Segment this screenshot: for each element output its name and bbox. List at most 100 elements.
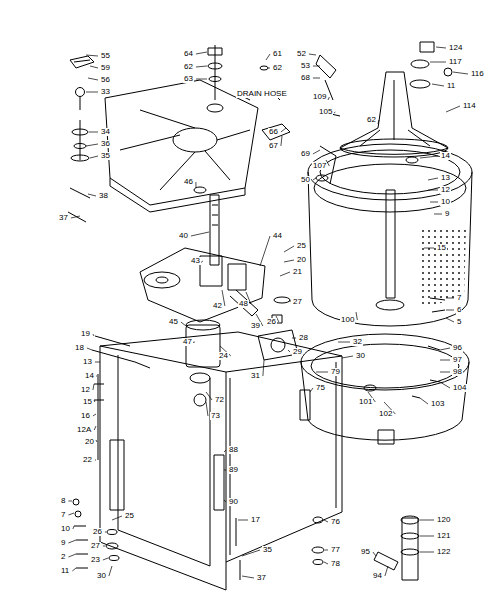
leader-line [281,128,286,132]
leader-line [328,97,329,100]
callout-number: 96 [452,344,463,352]
leader-line [181,322,186,326]
leader-line [284,260,294,262]
leader-line [309,54,316,55]
leader-line [93,334,94,336]
leader-line [103,546,105,547]
leader-line [242,550,260,556]
leader-line [316,372,328,373]
callout-number: 66 [268,128,279,136]
leader-line [440,360,450,361]
leader-line [378,120,380,124]
leader-line [88,194,96,196]
callout-number: 28 [298,334,309,342]
leader-line [284,246,294,252]
leader-line [420,520,434,521]
callout-number: 64 [183,50,194,58]
leader-line [325,550,328,551]
callout-number: 72 [214,396,225,404]
callout-number: 18 [74,344,85,352]
leader-line [324,562,328,564]
callout-number: 117 [448,58,463,66]
motor [186,325,220,367]
leader-line [105,532,106,533]
callout-number: 36 [100,140,111,148]
leader-line [196,66,207,67]
callout-number: 73 [210,412,221,420]
leader-line [224,450,226,452]
leader-line [313,178,316,180]
callout-number: 12 [80,386,91,394]
leader-line [90,66,98,68]
callout-number: 15 [82,398,93,406]
callout-number: 37 [256,574,267,582]
leader-line [95,362,100,363]
callout-number: 35 [100,152,111,160]
leader-line [68,554,76,557]
callout-number: 9 [60,539,66,547]
leader-line [96,376,98,377]
leader-line [313,150,320,154]
callout-number: 68 [300,74,311,82]
leader-line [238,520,248,521]
callout-number: 33 [100,88,111,96]
callout-number: 46 [183,178,194,186]
callout-number: 47 [182,338,193,346]
callout-number: 40 [178,232,189,240]
callout-number: 45 [168,318,179,326]
leader-line [95,460,96,461]
callout-number: 75 [315,384,326,392]
leader-line [446,310,454,311]
callout-number: 37 [58,214,69,222]
leader-line [206,392,212,400]
leader-line [440,348,450,350]
callout-number: 77 [330,546,341,554]
callout-number: 62 [183,63,194,71]
leader-line [196,79,207,80]
callout-number: 116 [470,70,485,78]
leader-line [453,72,468,74]
callout-number: 5 [456,318,462,326]
callout-number: 62 [366,116,377,124]
leader-line [288,350,290,352]
callout-number: 13 [440,174,451,182]
leader-line [281,136,282,146]
callout-number: 26 [266,318,277,326]
leader-line [93,414,96,416]
callout-number: 27 [292,298,303,306]
leader-line [428,190,438,191]
leader-line [90,156,98,158]
callout-number: 105 [318,108,333,116]
callout-number: 107 [312,162,327,170]
bolt [68,188,90,222]
leader-line [268,68,270,69]
callout-number: 20 [296,256,307,264]
basket-post [386,190,395,298]
leader-line [260,236,270,266]
callout-number: 26 [92,528,103,536]
callout-number: 102 [378,410,393,418]
leader-line [292,338,296,339]
leader-line [242,576,254,578]
leader-line [86,92,98,93]
callout-number: 32 [352,338,363,346]
callout-number: 52 [296,50,307,58]
leader-line [446,318,454,322]
callout-number: 27 [90,542,101,550]
leader-line [224,500,226,502]
callout-number: 11 [446,82,456,90]
hose [402,518,418,580]
callout-number: 59 [100,64,111,72]
callout-number: 67 [268,142,279,150]
callout-number: 53 [300,62,311,70]
leader-line [266,54,270,60]
callout-number: 15 [436,244,447,252]
callout-number: 124 [448,44,463,52]
leader-line [224,470,226,471]
cap [420,42,434,52]
callout-number: 7 [456,294,462,302]
callout-number: 14 [84,372,95,380]
callout-number: 22 [82,456,93,464]
leader-line [87,348,92,350]
